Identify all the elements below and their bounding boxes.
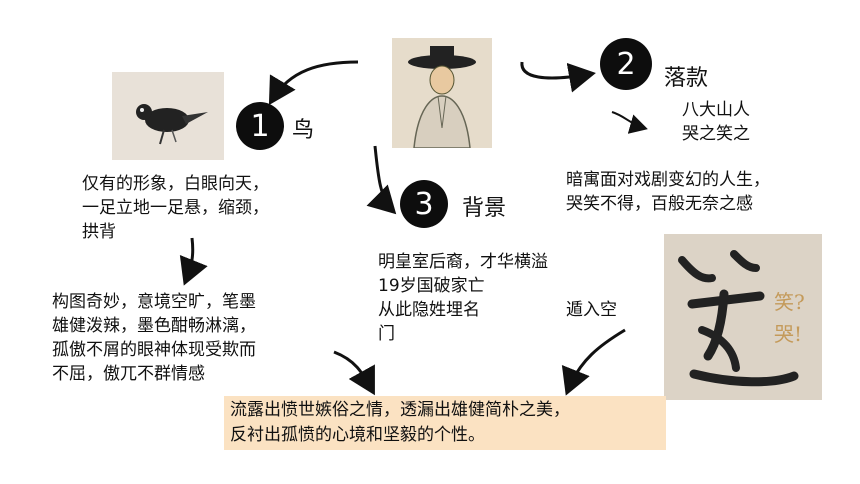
signature-names: 八大山人 哭之笑之 xyxy=(682,100,750,144)
signature-meaning-text: 暗寓面对戏剧变幻的人生， 哭笑不得，百般无奈之感 xyxy=(566,170,770,214)
composition-text: 构图奇妙，意境空旷，笔墨 雄健泼辣，墨色酣畅淋漓， 孤傲不屑的眼神体现受欺而 不… xyxy=(52,292,256,384)
arrow-to-conclusion-right xyxy=(561,328,626,396)
conclusion-box: 流露出愤世嫉俗之情，透漏出雄健简朴之美， 反衬出孤愤的心境和坚毅的个性。 xyxy=(224,396,666,450)
background-number-badge: 3 xyxy=(400,180,448,228)
background-heading: 背景 xyxy=(462,196,507,221)
background-text: 明皇室后裔，才华横溢 19岁国破家亡 从此隐姓埋名 门 xyxy=(378,252,548,344)
signature-number-badge: 2 xyxy=(600,38,652,90)
bird-features-text: 仅有的形象，白眼向天， 一足立地一足悬，缩颈， 拱背 xyxy=(82,174,269,242)
bird-heading: 鸟 xyxy=(292,118,315,143)
arrow-to-signature xyxy=(520,61,596,93)
calligraphy-side-top: 笑? xyxy=(774,290,805,314)
arrow-to-conclusion-left xyxy=(333,350,375,396)
bird-painting xyxy=(112,72,224,160)
enter-void-text: 遁入空 xyxy=(566,300,617,320)
portrait-painting xyxy=(392,38,492,148)
arrow-to-bird xyxy=(268,60,359,106)
arrow-to-background xyxy=(366,145,397,215)
calligraphy-side-bottom: 哭! xyxy=(774,322,803,346)
arrow-signature-names xyxy=(611,111,648,134)
arrow-to-composition xyxy=(179,237,208,286)
signature-heading: 落款 xyxy=(664,66,709,91)
calligraphy-image: 笑? 哭! xyxy=(664,234,822,400)
bird-number-badge: 1 xyxy=(236,102,284,150)
